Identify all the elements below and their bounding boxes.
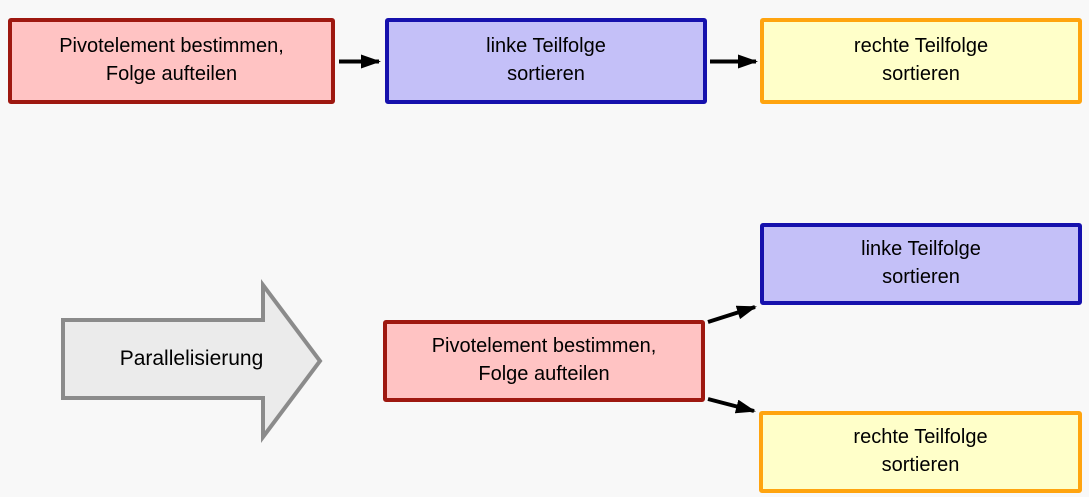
box-sequential-left-subsequence: linke Teilfolge sortieren [385, 18, 707, 104]
box-parallel-right-label: rechte Teilfolge sortieren [853, 426, 988, 476]
box-parallel-pivot: Pivotelement bestimmen, Folge aufteilen [383, 320, 705, 402]
parallelisierung-arrow-shape [61, 279, 323, 443]
box-sequential-right-subsequence: rechte Teilfolge sortieren [760, 18, 1082, 104]
box-parallel-right-subsequence: rechte Teilfolge sortieren [759, 411, 1082, 493]
box-sequential-pivot: Pivotelement bestimmen, Folge aufteilen [8, 18, 335, 104]
box-sequential-pivot-label: Pivotelement bestimmen, Folge aufteilen [59, 35, 284, 85]
box-sequential-left-label: linke Teilfolge sortieren [486, 35, 606, 85]
box-sequential-right-label: rechte Teilfolge sortieren [853, 35, 989, 85]
arrow-par-pivot-to-left [707, 305, 757, 324]
arrow-par-pivot-to-right [707, 397, 756, 414]
box-parallel-pivot-label: Pivotelement bestimmen, Folge aufteilen [431, 335, 657, 385]
parallelisierung-label: Parallelisierung [119, 347, 264, 370]
box-parallel-left-subsequence: linke Teilfolge sortieren [760, 223, 1082, 305]
box-parallel-left-label: linke Teilfolge sortieren [861, 238, 981, 288]
